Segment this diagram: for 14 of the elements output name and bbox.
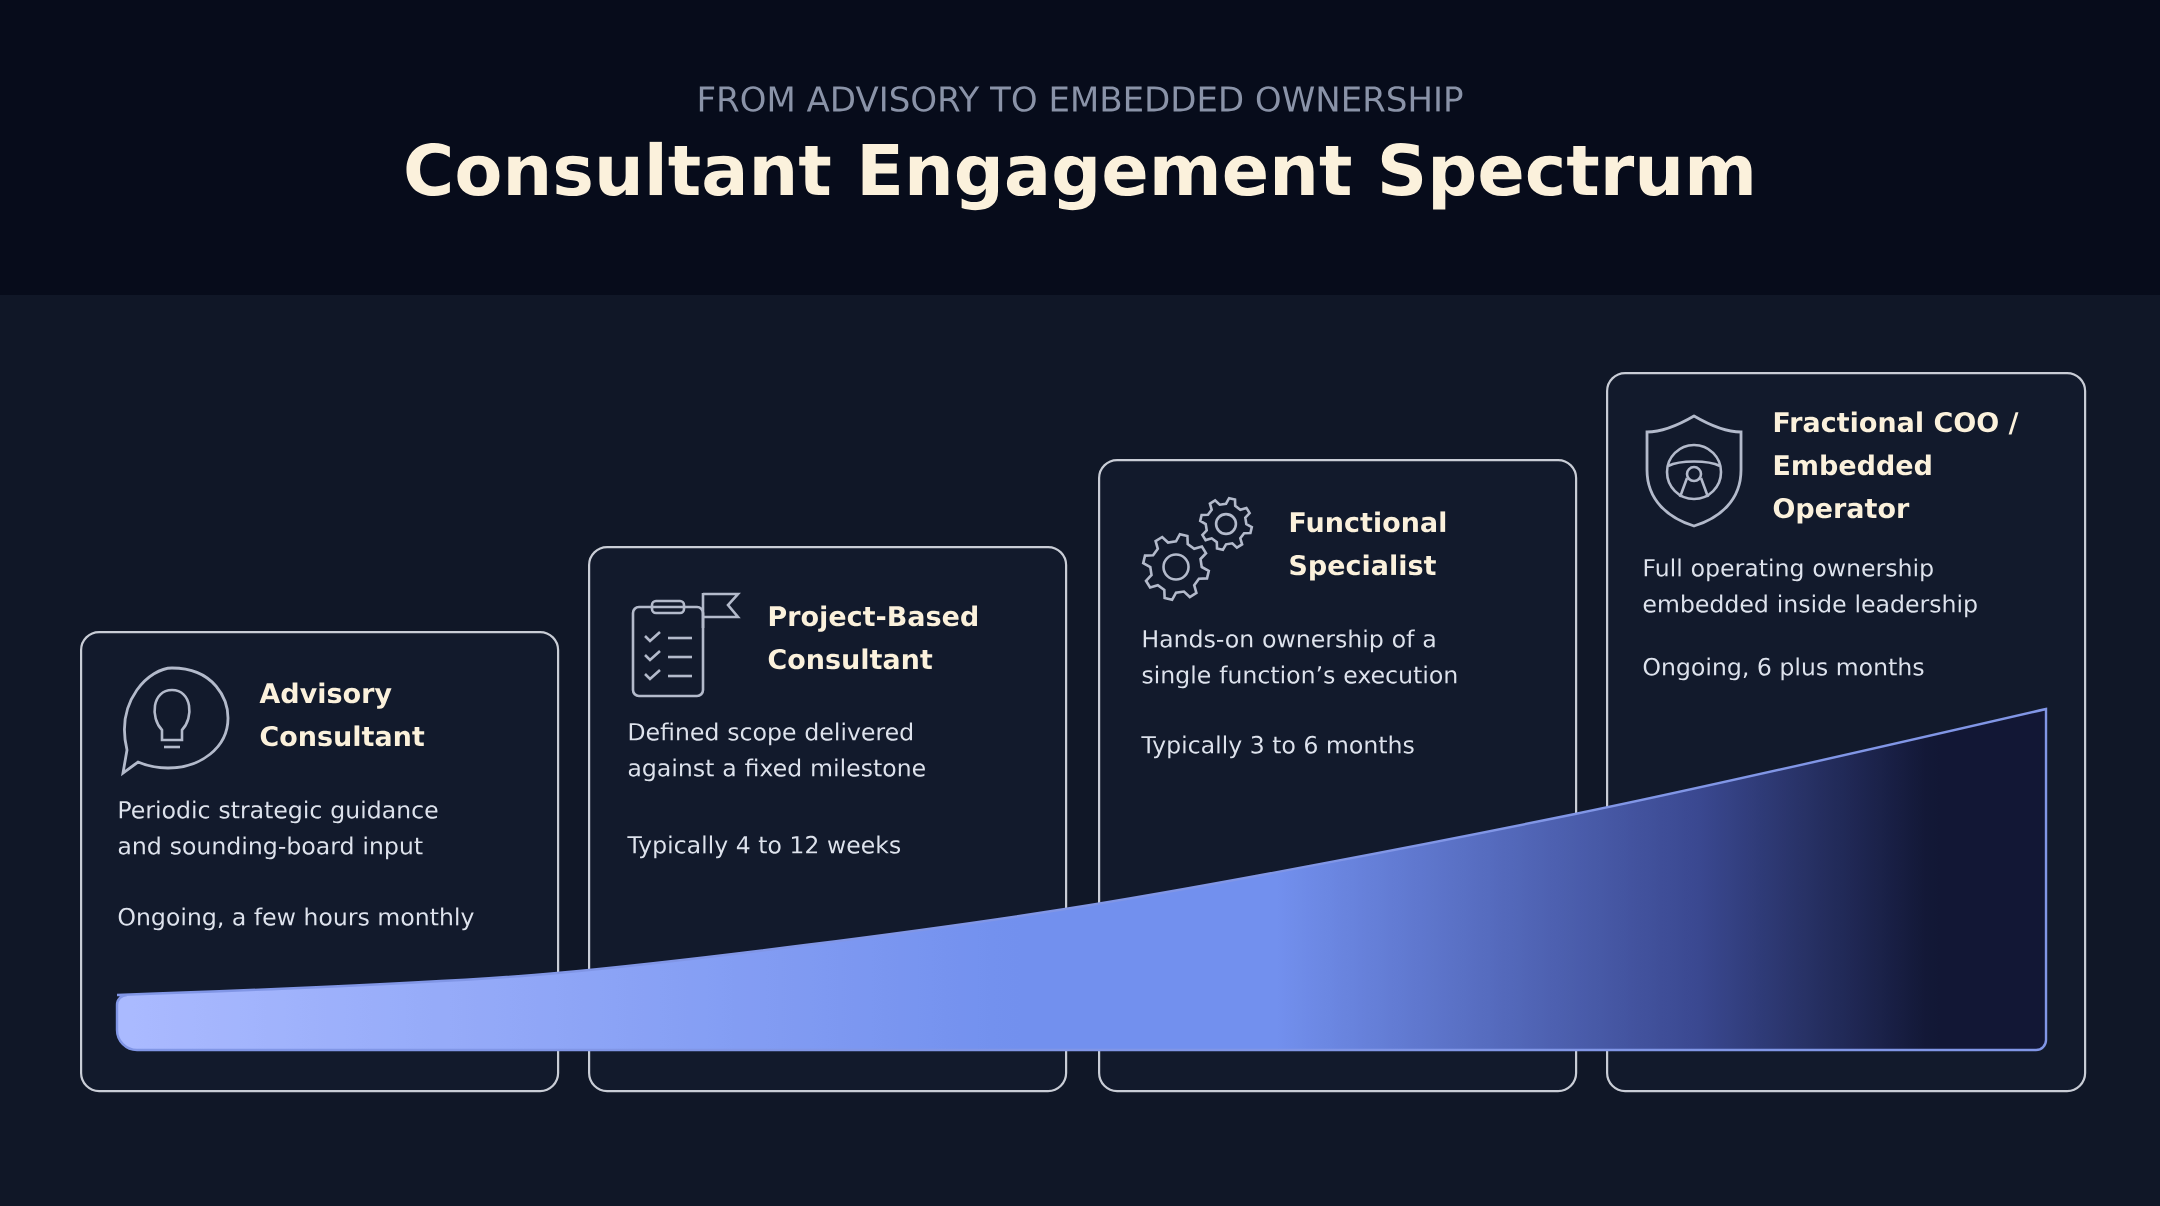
subtitle: FROM ADVISORY TO EMBEDDED OWNERSHIP xyxy=(699,86,1463,112)
duration: Ongoing, a few hours monthly xyxy=(118,907,474,931)
card-title: Functional Specialist xyxy=(1290,511,1446,581)
duration: Typically 3 to 6 months xyxy=(1141,735,1414,759)
description: Defined scope delivered against a fixed milestone xyxy=(628,722,925,782)
description: Hands-on ownership of a single function’s execution xyxy=(1142,629,1457,689)
description: Full operating ownership embedded inside leadership xyxy=(1643,558,1977,618)
duration: Typically 4 to 12 weeks xyxy=(627,835,901,859)
description: Periodic strategic guidance and sounding-board input xyxy=(118,800,438,860)
card-title: Advisory Consultant xyxy=(259,682,425,747)
title: Consultant Engagement Spectrum xyxy=(406,141,1752,211)
card-title: Fractional COO / Embedded Operator xyxy=(1773,411,2019,524)
duration: Ongoing, 6 plus months xyxy=(1643,657,1924,681)
card-title: Project-Based Consultant xyxy=(768,605,977,670)
